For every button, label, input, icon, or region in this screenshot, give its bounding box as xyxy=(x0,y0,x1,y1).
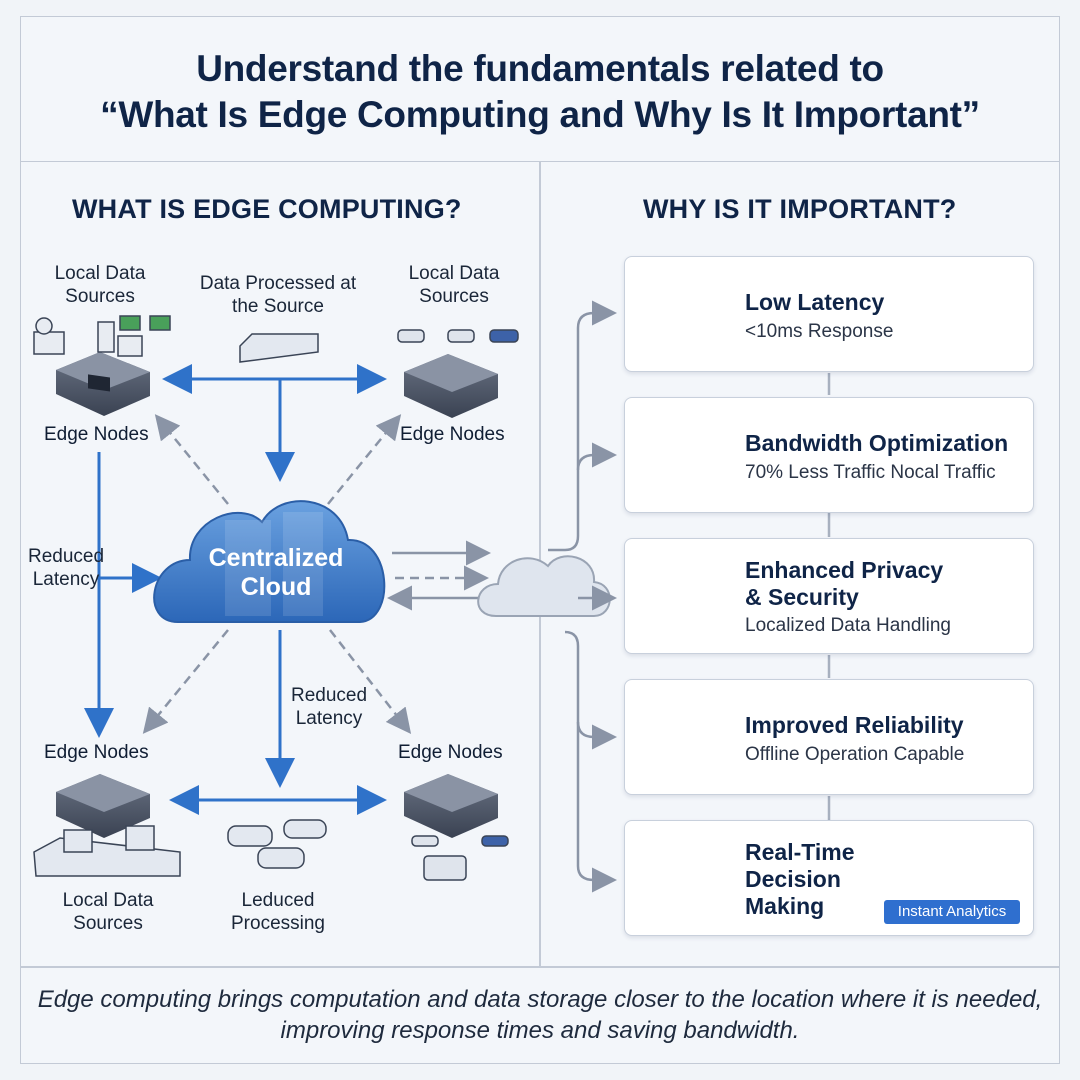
card-subtitle: Localized Data Handling xyxy=(745,615,951,636)
edge-nodes-label-tr: Edge Nodes xyxy=(400,424,505,445)
card-reliability: Improved Reliability Offline Operation C… xyxy=(624,679,1034,795)
card-real-time: Real-Time Decision Making xyxy=(624,820,1034,936)
iot-devices-icon xyxy=(33,825,181,877)
edge-server-icon xyxy=(404,774,498,838)
reduced-latency-label-left: Reduced Latency xyxy=(27,546,105,590)
top-right-sources-label: Local Data Sources xyxy=(408,263,500,307)
card-title: Enhanced Privacy & Security xyxy=(745,557,944,610)
edge-server-icon xyxy=(56,352,150,416)
edge-nodes-label-tl: Edge Nodes xyxy=(44,424,149,445)
footer-caption: Edge computing brings computation and da… xyxy=(37,986,1043,1044)
card-privacy-security: Enhanced Privacy & Security Localized Da… xyxy=(624,538,1034,654)
drone-icon xyxy=(397,329,519,343)
edge-server-icon xyxy=(56,774,150,838)
title-line-1: Understand the fundamentals related to xyxy=(196,48,884,89)
card-connectors xyxy=(548,300,831,893)
card-title: Real-Time Decision Making xyxy=(745,839,855,919)
data-processed-label: Data Processed at the Source xyxy=(199,273,357,317)
sensor-devices-icon xyxy=(33,315,171,357)
edge-nodes-label-br: Edge Nodes xyxy=(398,742,503,763)
card-subtitle: <10ms Response xyxy=(745,321,894,342)
card-subtitle: Offline Operation Capable xyxy=(745,744,965,765)
reduced-latency-label-center: Reduced Latency xyxy=(290,685,368,729)
footer-divider xyxy=(20,966,1060,968)
left-section-heading: WHAT IS EDGE COMPUTING? xyxy=(72,194,462,224)
drone-icon xyxy=(411,835,509,881)
title-band xyxy=(20,16,1060,162)
router-device-icon xyxy=(239,333,319,363)
page-title: Understand the fundamentals related to “… xyxy=(20,46,1060,138)
card-title: Bandwidth Optimization xyxy=(745,430,1009,456)
cloud-label: Centralized Cloud xyxy=(208,544,344,601)
centralized-cloud-icon xyxy=(153,500,386,623)
gray-dashed-arrows xyxy=(142,414,489,734)
small-cloud-icon xyxy=(477,555,611,617)
edge-server-icon xyxy=(404,354,498,418)
camera-icon xyxy=(227,819,327,869)
card-bandwidth: Bandwidth Optimization 70% Less Traffic … xyxy=(624,397,1034,513)
instant-analytics-badge: Instant Analytics xyxy=(884,900,1020,924)
edge-nodes-label-bl: Edge Nodes xyxy=(44,742,149,763)
card-low-latency: Low Latency <10ms Response xyxy=(624,256,1034,372)
title-line-2: “What Is Edge Computing and Why Is It Im… xyxy=(100,94,980,135)
leduced-processing-label: Leduced Processing xyxy=(231,890,325,934)
card-subtitle: 70% Less Traffic Nocal Traffic xyxy=(745,462,996,483)
card-title: Improved Reliability xyxy=(745,712,964,738)
right-section-heading: WHY IS IT IMPORTANT? xyxy=(643,194,957,224)
blue-flow-arrows xyxy=(84,364,387,815)
bottom-left-sources-label: Local Data Sources xyxy=(62,890,154,934)
card-title: Low Latency xyxy=(745,289,885,315)
top-left-sources-label: Local Data Sources xyxy=(54,263,146,307)
